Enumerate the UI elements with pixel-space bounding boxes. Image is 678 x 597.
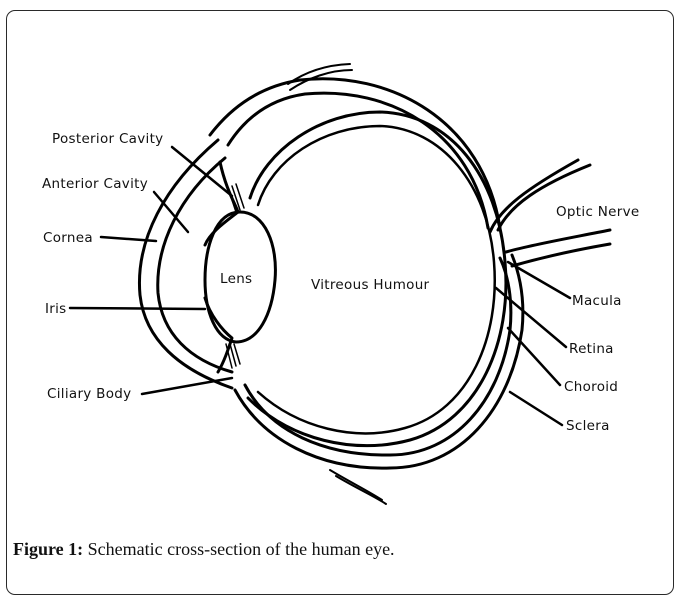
figure-caption: Figure 1: Schematic cross-section of the… — [13, 539, 395, 560]
cornea-inner — [158, 158, 232, 372]
label-optic-nerve: Optic Nerve — [556, 204, 640, 220]
label-ciliary-body: Ciliary Body — [47, 386, 131, 402]
label-anterior-cavity: Anterior Cavity — [42, 176, 148, 192]
leader-retina — [496, 288, 566, 347]
label-cornea: Cornea — [43, 230, 93, 246]
upper-muscle-strand — [288, 64, 352, 90]
label-lens: Lens — [220, 271, 252, 287]
caption-text: Schematic cross-section of the human eye… — [83, 539, 394, 559]
leader-ciliary-body — [142, 378, 232, 394]
label-macula: Macula — [572, 293, 622, 309]
label-choroid: Choroid — [564, 379, 618, 395]
cornea-outer — [139, 140, 232, 388]
leader-macula — [508, 262, 570, 298]
caption-label: Figure 1: — [13, 539, 83, 559]
sclera-layer — [210, 79, 523, 468]
label-iris: Iris — [45, 301, 67, 317]
label-retina: Retina — [569, 341, 614, 357]
label-posterior-cavity: Posterior Cavity — [52, 131, 163, 147]
label-sclera: Sclera — [566, 418, 610, 434]
lower-muscle-strand — [330, 470, 386, 504]
optic-nerve-lower — [506, 230, 610, 252]
optic-nerve-upper — [498, 165, 590, 230]
leader-sclera — [510, 392, 562, 425]
leader-iris — [70, 308, 205, 309]
label-vitreous-humour: Vitreous Humour — [311, 277, 430, 293]
